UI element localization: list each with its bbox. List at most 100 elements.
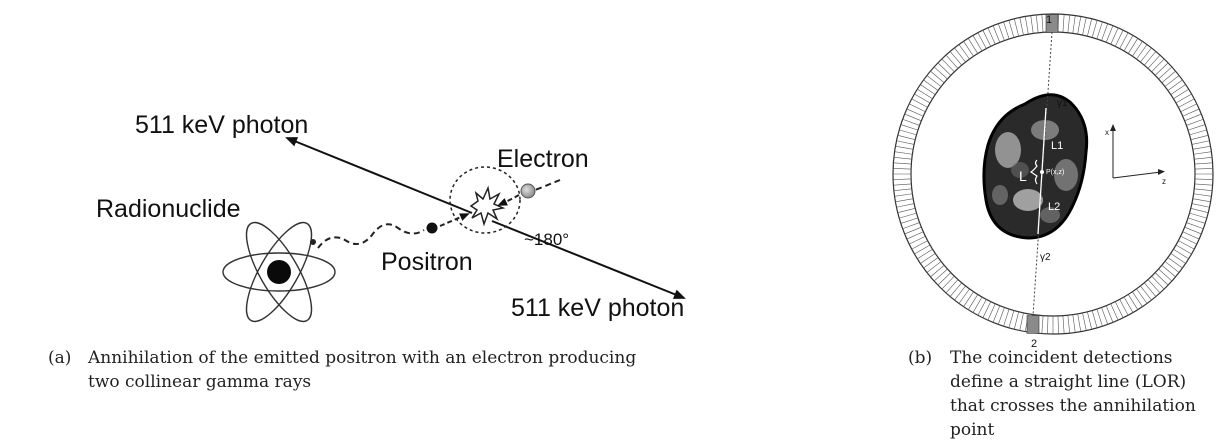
- detector-element: [1154, 272, 1169, 286]
- detector-element: [1180, 103, 1197, 113]
- detector-element: [1173, 248, 1189, 260]
- caption-a: (a) Annihilation of the emitted positron…: [48, 346, 668, 394]
- detector-element: [1161, 265, 1176, 278]
- positron-arrow: [439, 213, 470, 227]
- detector-element: [1030, 15, 1034, 34]
- detector-element: [1192, 198, 1211, 203]
- detector-element: [1190, 135, 1209, 140]
- detector-element: [997, 307, 1005, 325]
- caption-b: (b) The coincident detections define a s…: [908, 346, 1208, 442]
- detector-element: [954, 285, 966, 301]
- line-of-response: [1032, 31, 1053, 317]
- detector-element: [937, 62, 952, 76]
- detector-element: [893, 178, 912, 180]
- annihilation-burst-icon: [469, 185, 506, 227]
- detector-element: [1082, 312, 1087, 331]
- angle-label: ~180°: [524, 230, 569, 249]
- detector-element: [904, 113, 922, 122]
- detector-element: [1057, 315, 1059, 334]
- detector-element: [982, 30, 992, 47]
- detector-element: [1132, 291, 1143, 307]
- detector-element: [963, 291, 974, 307]
- detector-element: [899, 212, 917, 219]
- point-label: P(x,z): [1046, 169, 1064, 176]
- detector-element: [949, 51, 962, 66]
- photon-arrow-top: [285, 137, 473, 214]
- detector-element: [1158, 268, 1173, 282]
- detector-element: [1105, 305, 1114, 323]
- caption-b-tag: (b): [908, 348, 933, 368]
- detector-element: [902, 222, 920, 230]
- detector-element: [1067, 315, 1071, 334]
- detector-element: [1062, 14, 1065, 33]
- caption-a-text: Annihilation of the emitted positron wit…: [88, 348, 637, 392]
- detector-element: [1194, 183, 1213, 186]
- positron-label: Positron: [381, 248, 473, 276]
- detector-elements: [893, 14, 1213, 334]
- detector-element: [1003, 308, 1010, 327]
- detector-element: [926, 75, 942, 87]
- detector-element: [1123, 296, 1134, 313]
- detector-element: [1187, 217, 1206, 224]
- detector-element: [958, 44, 970, 60]
- detector-element: [923, 257, 939, 269]
- detector-element: [1123, 35, 1134, 52]
- detector-element: [1127, 38, 1139, 54]
- detector-element: [900, 124, 919, 131]
- photon-top-label: 511 keV photon: [135, 111, 308, 139]
- detector-element: [1096, 308, 1103, 327]
- detector-element: [1101, 307, 1109, 325]
- detector-element: [1072, 314, 1076, 333]
- detector-element: [1147, 279, 1161, 294]
- detector-element: [1161, 70, 1176, 83]
- detector-element: [1105, 25, 1114, 43]
- detector-element: [1144, 282, 1157, 297]
- detector-element: [906, 108, 924, 117]
- caption-b-text: The coincident detections define a strai…: [950, 348, 1196, 440]
- detector-element: [1140, 47, 1152, 63]
- detector-element: [1190, 208, 1209, 213]
- object-blob: [982, 93, 1089, 240]
- detector-element: [933, 268, 948, 282]
- detector-element: [893, 162, 912, 165]
- detector-element: [1191, 140, 1210, 145]
- detector-element: [1091, 310, 1098, 328]
- detector-element: [1072, 15, 1076, 34]
- detector-element: [1077, 16, 1082, 35]
- detector-element: [1178, 98, 1195, 108]
- l-label: L: [1019, 168, 1027, 184]
- detector-element: [972, 296, 983, 313]
- detector-element: [1158, 66, 1173, 80]
- detector-element: [1119, 299, 1129, 316]
- detector-element: [1178, 240, 1195, 250]
- detector-element: [1189, 212, 1207, 219]
- detector-element: [1194, 188, 1213, 192]
- detector-element: [1114, 301, 1124, 318]
- detector-element: [1127, 294, 1139, 310]
- detector-element: [1194, 156, 1213, 160]
- electron-icon: [520, 183, 536, 199]
- detector-element: [1136, 44, 1148, 60]
- detector-element: [954, 47, 966, 63]
- detector-element: [1147, 54, 1161, 69]
- detector-element: [923, 79, 939, 91]
- l2-label: L2: [1048, 201, 1060, 213]
- detector-element: [1194, 168, 1213, 170]
- detector-element: [1047, 315, 1049, 334]
- detector-element: [977, 32, 987, 49]
- detector-element: [972, 35, 983, 52]
- detector-element: [1184, 226, 1202, 235]
- detector-element: [1182, 231, 1200, 240]
- detector-element: [900, 217, 919, 224]
- annihilation-point: [1040, 170, 1044, 174]
- detector-2-label: 2: [1031, 338, 1037, 350]
- detector-element: [917, 248, 933, 260]
- detector-element: [895, 145, 914, 150]
- detector-element: [895, 198, 914, 203]
- detector-element: [1151, 275, 1165, 290]
- detector-element: [958, 288, 970, 304]
- panel-b: 1 2 γ1 γ2 L1 L2 L P(x,z) x z (b) The coi…: [880, 0, 1231, 442]
- detector-element: [982, 301, 992, 318]
- detector-element: [1193, 193, 1212, 197]
- detector-element: [1136, 288, 1148, 304]
